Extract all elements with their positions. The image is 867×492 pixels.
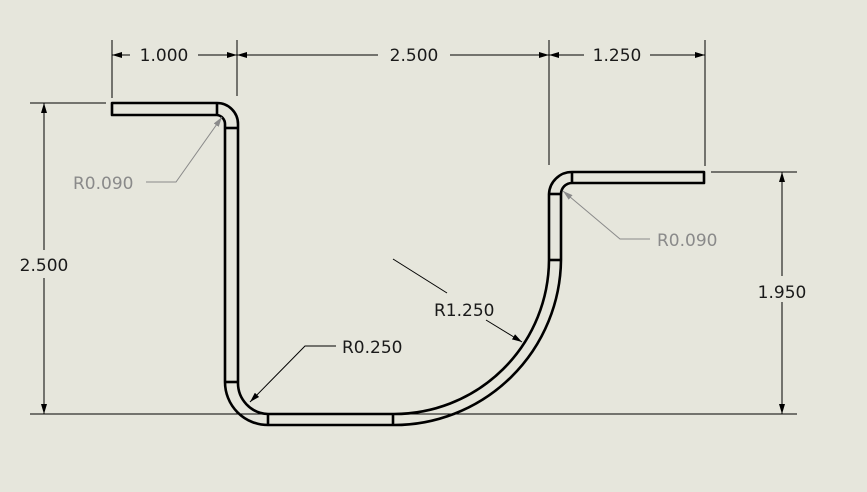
radius-bottom-left[interactable]: R0.250 [249,338,402,403]
dimension-right-height[interactable]: 1.950 [758,172,807,414]
radius-text-bottom-right: R1.250 [434,301,494,321]
dim-text-top-middle: 2.500 [390,46,439,66]
part-profile [110,101,706,427]
dim-text-left-height: 2.500 [20,256,69,276]
dimension-left-height[interactable]: 2.500 [20,103,69,414]
radius-top-right[interactable]: R0.090 [562,190,717,251]
radius-bottom-right[interactable]: R1.250 [392,258,523,343]
dim-text-top-right: 1.250 [593,46,642,66]
dimension-top-middle[interactable]: 2.500 [237,46,549,66]
radius-text-top-right: R0.090 [657,231,717,251]
radius-text-top-left: R0.090 [73,174,133,194]
dimension-top-left[interactable]: 1.000 [112,46,237,66]
dimension-top-right[interactable]: 1.250 [549,46,705,66]
radius-text-bottom-left: R0.250 [342,338,402,358]
dim-text-top-left: 1.000 [140,46,189,66]
extension-lines [30,40,797,415]
dim-text-right-height: 1.950 [758,283,807,303]
radius-top-left[interactable]: R0.090 [73,116,223,194]
